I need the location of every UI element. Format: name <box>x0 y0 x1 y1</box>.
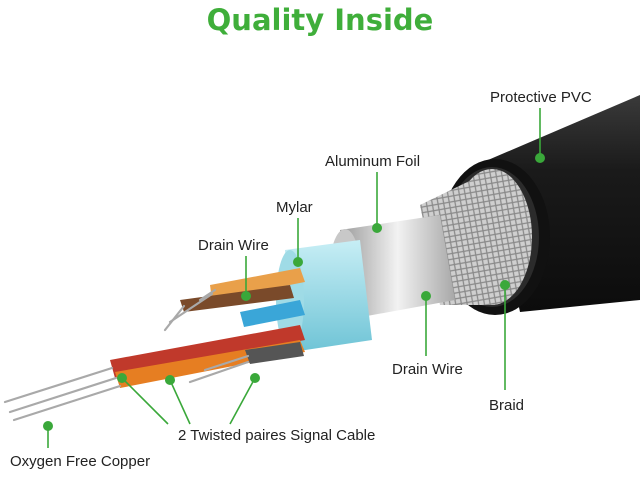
label-drain-wire-left: Drain Wire <box>198 237 269 254</box>
dot-aluminum-foil <box>372 223 382 233</box>
label-mylar: Mylar <box>276 199 313 216</box>
dot-copper <box>43 421 53 431</box>
dot-twisted-3 <box>250 373 260 383</box>
leader-twisted-1 <box>121 377 169 425</box>
conductors <box>110 268 305 388</box>
leader-twisted-3 <box>229 377 256 425</box>
dot-drain-wire-left <box>241 291 251 301</box>
dot-protective-pvc <box>535 153 545 163</box>
dot-twisted-1 <box>117 373 127 383</box>
dot-drain-wire-right <box>421 291 431 301</box>
label-aluminum-foil: Aluminum Foil <box>325 153 420 170</box>
leader-twisted-2 <box>169 379 191 425</box>
dot-twisted-2 <box>165 375 175 385</box>
leader-lines <box>43 108 545 448</box>
label-copper: Oxygen Free Copper <box>10 453 150 470</box>
label-twisted-pairs: 2 Twisted paires Signal Cable <box>178 427 375 444</box>
title: Quality Inside <box>206 3 434 37</box>
label-braid: Braid <box>489 397 524 414</box>
label-protective-pvc: Protective PVC <box>490 89 592 106</box>
dot-braid <box>500 280 510 290</box>
label-drain-wire-right: Drain Wire <box>392 361 463 378</box>
dot-mylar <box>293 257 303 267</box>
copper-strands <box>3 288 250 422</box>
